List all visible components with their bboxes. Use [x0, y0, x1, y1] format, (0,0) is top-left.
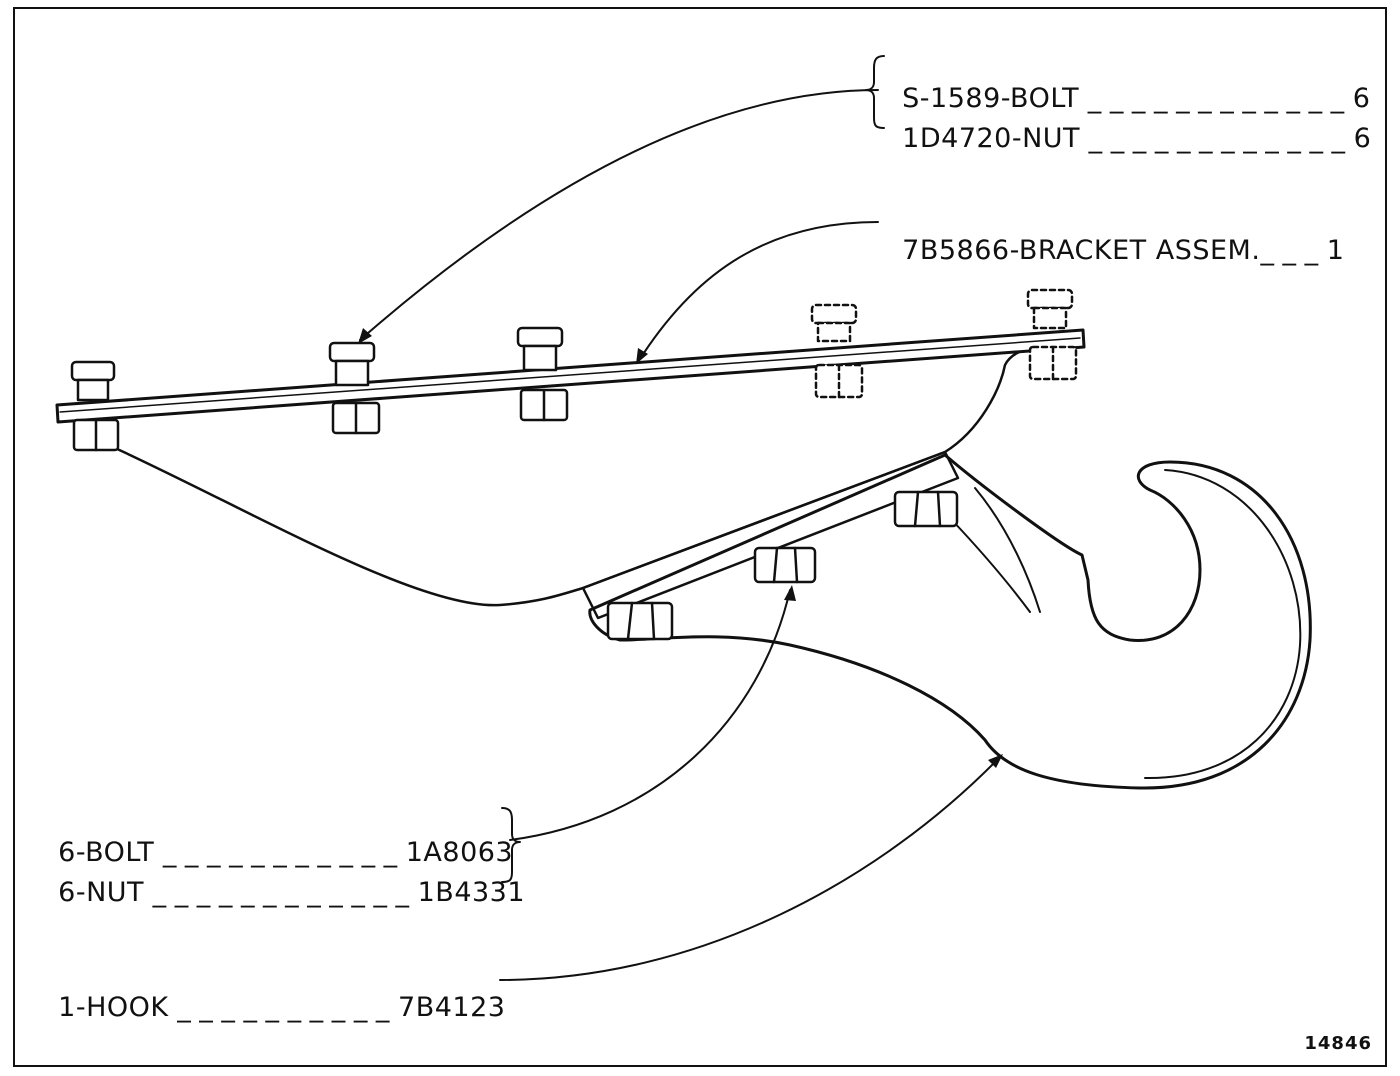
leader-top-bolt: [359, 89, 879, 341]
bracket-body: [113, 343, 1042, 607]
top-bolt-5-hidden: [1026, 288, 1078, 381]
bracket-top-bar: [55, 328, 1086, 424]
callout-bolt-top-qty: 6: [1352, 83, 1371, 114]
top-bolt-4-hidden: [810, 303, 864, 399]
callout-hook-qty: 1-HOOK: [58, 992, 169, 1023]
callout-nut-bottom-qty: 6-NUT: [58, 877, 145, 908]
brace-bottom: [501, 807, 521, 883]
callout-bolt-bottom-part: 1A8063: [405, 837, 514, 868]
hook-web-line-2: [949, 517, 1031, 613]
callout-nut-top-qty: 6: [1353, 123, 1372, 154]
lower-nut-1: [606, 601, 674, 641]
callout-nut-bottom: 6-NUT _ _ _ _ _ _ _ _ _ _ _ _ 1B4331: [58, 877, 526, 908]
bracket-base-plate: [581, 450, 960, 620]
callout-bolt-top: S-1589-BOLT _ _ _ _ _ _ _ _ _ _ _ _ 6: [902, 83, 1371, 114]
diagram-frame: [13, 7, 1387, 1067]
top-bolt-1: [70, 360, 120, 452]
callout-bracket-qty: 1: [1326, 235, 1345, 266]
leader-bracket: [637, 221, 879, 363]
lower-nut-3: [893, 490, 959, 528]
callout-bracket-text: 7B5866-BRACKET ASSEM.: [902, 235, 1261, 266]
top-bolt-3: [516, 326, 569, 422]
callout-nut-bottom-part: 1B4331: [417, 877, 526, 908]
brace-top: [865, 55, 885, 129]
callout-bolt-top-text: S-1589-BOLT: [902, 83, 1080, 114]
figure-number: 14846: [1304, 1033, 1372, 1054]
callout-nut-top-text: 1D4720-NUT: [902, 123, 1081, 154]
lower-nut-2: [753, 546, 817, 584]
hook-web-line-1: [974, 487, 1041, 613]
leader-lower-bolt: [509, 589, 791, 841]
top-bolt-2: [328, 341, 381, 435]
callout-bracket: 7B5866-BRACKET ASSEM._ _ _ 1: [902, 235, 1345, 266]
leader-hook: [499, 756, 1001, 981]
callout-bolt-bottom: 6-BOLT _ _ _ _ _ _ _ _ _ _ _ 1A8063: [58, 837, 514, 868]
hook-body: [588, 453, 1312, 790]
callout-hook: 1-HOOK _ _ _ _ _ _ _ _ _ _ 7B4123: [58, 992, 506, 1023]
callout-hook-part: 7B4123: [398, 992, 506, 1023]
callout-bolt-bottom-qty: 6-BOLT: [58, 837, 155, 868]
callout-nut-top: 1D4720-NUT _ _ _ _ _ _ _ _ _ _ _ _ 6: [902, 123, 1372, 154]
hook-inner-edge: [1144, 469, 1302, 780]
